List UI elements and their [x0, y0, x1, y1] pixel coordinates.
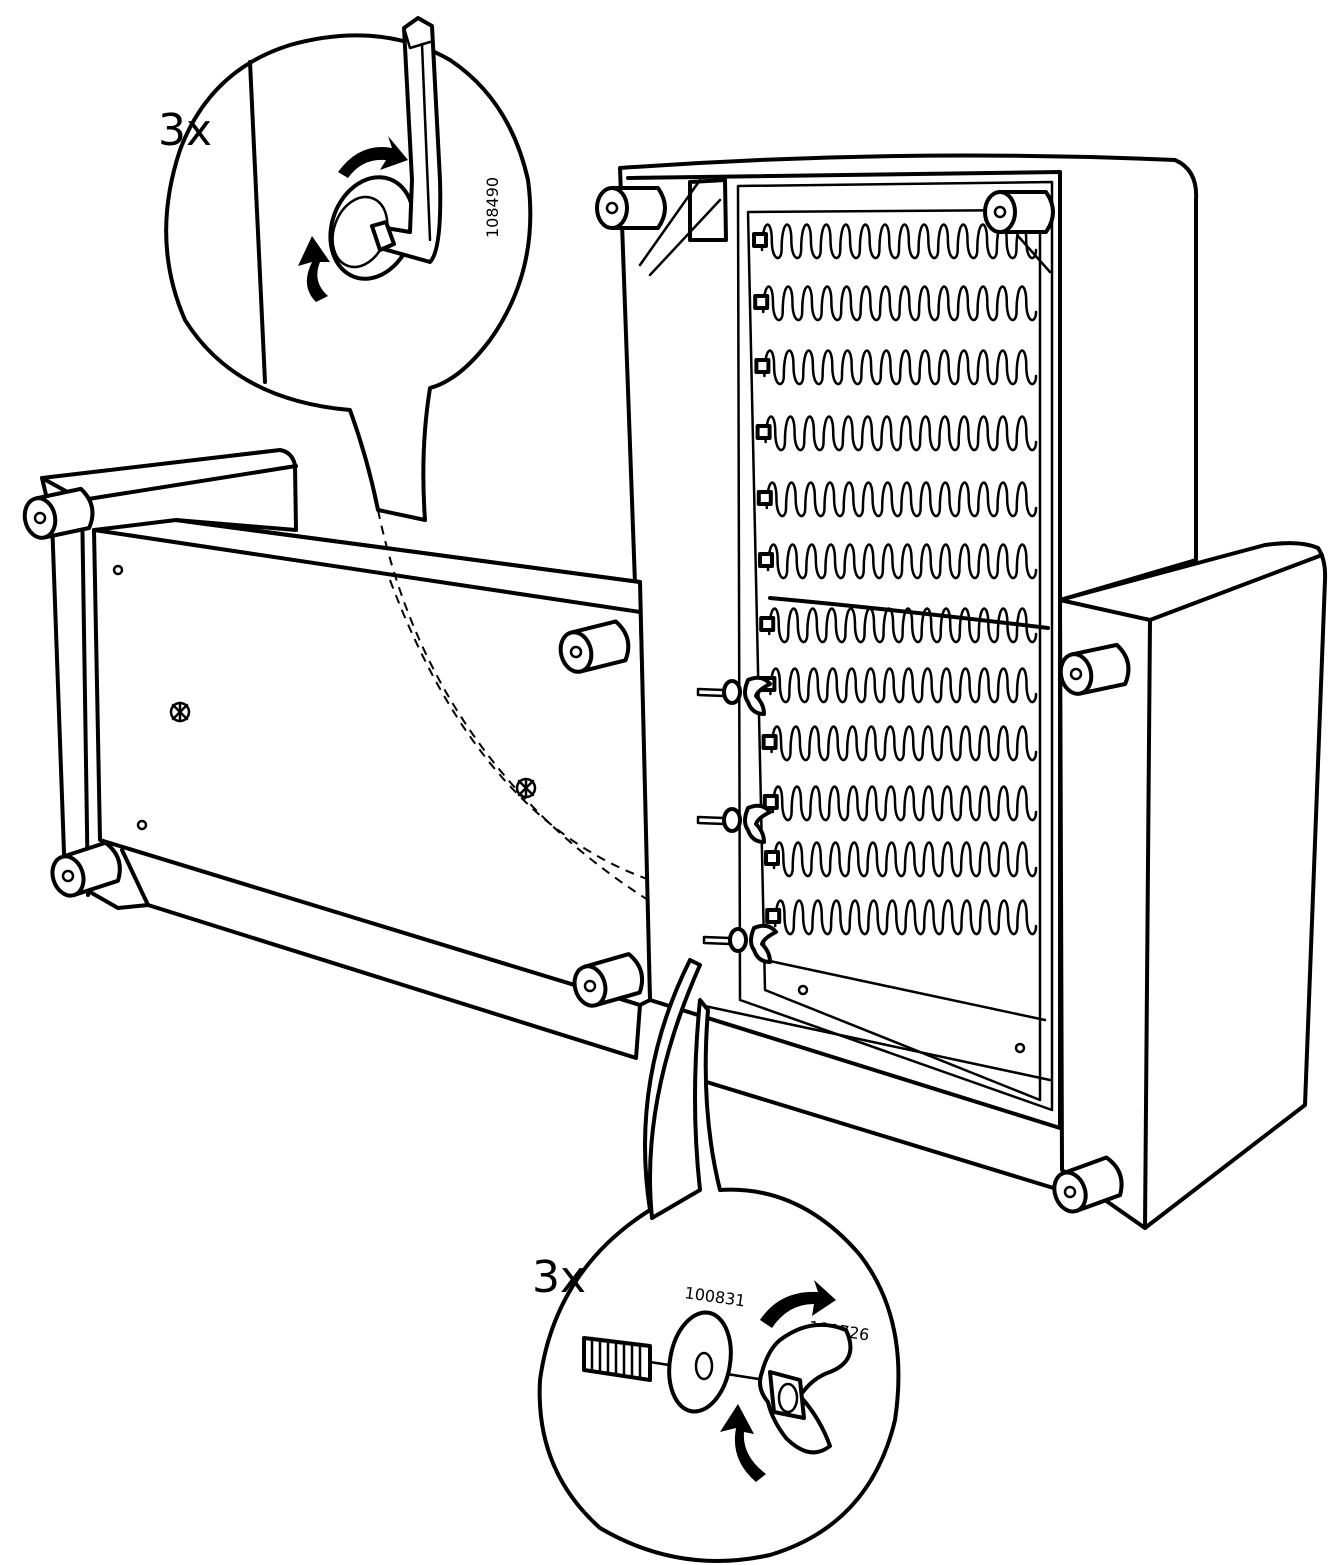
foot-icon	[595, 186, 667, 230]
spring-icon	[767, 607, 1038, 644]
rotate-arrow-icon	[760, 1280, 836, 1328]
spring-icon	[761, 285, 1038, 322]
rotate-arrow-icon	[338, 136, 408, 178]
spring-clip	[755, 424, 772, 440]
seat-frame	[40, 448, 1062, 1192]
rotate-arrow-icon	[720, 1404, 766, 1482]
wing-nut-icon	[702, 923, 778, 964]
spring-icon	[763, 349, 1038, 386]
bottom-detail-callout: 3x 100831 100726	[532, 958, 901, 1563]
spring-clip	[752, 232, 768, 248]
spring-clip	[756, 490, 773, 506]
bottom-quantity-label: 3x	[532, 1252, 586, 1303]
spring-icon	[771, 785, 1038, 822]
callout-dash	[389, 579, 651, 881]
callout-dash	[377, 509, 649, 901]
cam-lock-icon	[169, 701, 191, 723]
feet	[22, 186, 1131, 1214]
foot-icon	[50, 840, 122, 898]
wing-nut-icon	[696, 803, 772, 844]
foot-icon	[1058, 642, 1131, 696]
foot-icon	[572, 952, 645, 1008]
backrest	[618, 153, 1199, 1130]
wing-nut-icon	[758, 1322, 853, 1455]
spring-clip	[765, 908, 782, 924]
frame-bolts	[696, 675, 778, 964]
spring-clip	[759, 616, 776, 632]
spring-icon	[773, 899, 1038, 936]
allen-key-icon	[370, 16, 443, 264]
armrest-right	[1058, 541, 1328, 1230]
wing-nut-icon	[696, 675, 772, 716]
spring-icon	[760, 223, 1038, 260]
spring-icon	[772, 841, 1038, 878]
spring-clip	[754, 358, 771, 374]
spring-icon	[770, 725, 1038, 762]
spring-icon	[766, 543, 1038, 580]
foot-icon	[983, 190, 1055, 234]
spring-icon	[764, 415, 1038, 452]
top-quantity-label: 3x	[158, 105, 212, 156]
spring-clip	[753, 294, 770, 310]
rotate-arrow-icon	[298, 236, 330, 302]
spring-icon	[765, 481, 1038, 518]
foot-icon	[22, 486, 95, 540]
spring-clip	[764, 850, 780, 866]
cam-lock-icon	[515, 777, 537, 799]
spring-clip	[761, 734, 778, 750]
spring-clip	[762, 794, 779, 810]
spring-icon	[769, 667, 1038, 704]
zigzag-springs	[752, 223, 1038, 936]
spring-clip	[758, 552, 774, 568]
allen-key-part-number: 108490	[483, 177, 502, 238]
foot-icon	[558, 619, 631, 674]
foot-icon	[1052, 1155, 1124, 1214]
washer-icon	[667, 1310, 733, 1414]
top-detail-callout: 3x 108490	[158, 16, 533, 522]
